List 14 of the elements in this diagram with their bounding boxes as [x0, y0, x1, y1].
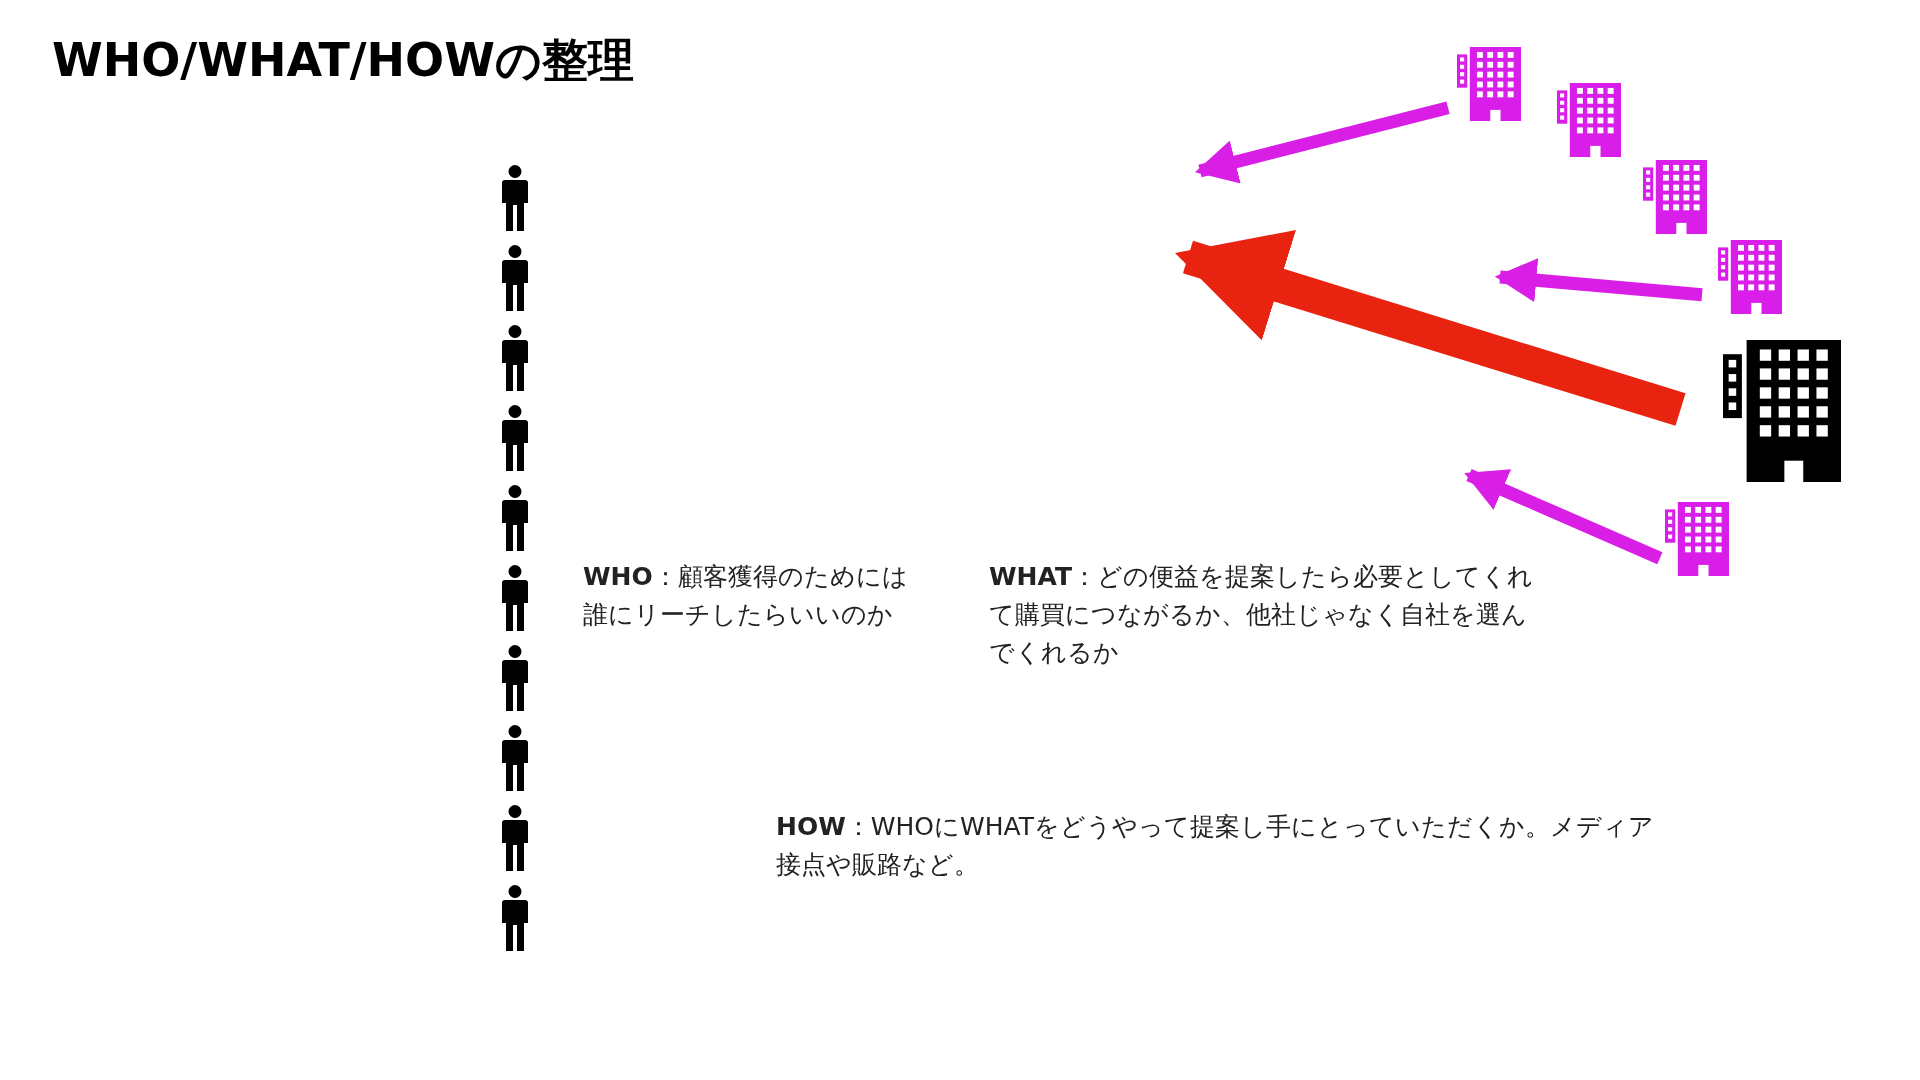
arrow: [1494, 258, 1703, 303]
description-text: WHO：顧客獲得のためには誰にリーチしたらいいのか: [583, 561, 909, 631]
building-icon: [1723, 340, 1841, 482]
description-text: WHAT：どの便益を提案したら必要としてくれて購買につながるか、他社じゃなく自社を選んでくれるか: [989, 561, 1534, 669]
arrow: [1464, 469, 1663, 565]
building-icon: [1557, 83, 1621, 157]
building-icon: [1665, 502, 1729, 576]
arrow: [1175, 229, 1686, 426]
arrow: [1194, 101, 1450, 184]
title: WHO/WHAT/HOWの整理: [52, 32, 634, 89]
building-icon: [1457, 47, 1521, 121]
description-text: HOW：WHOにWHATをどうやって提案し手にとっていただくか。メディア接点や販路など。: [776, 811, 1655, 881]
building-icon: [1643, 160, 1707, 234]
building-icon: [1718, 240, 1782, 314]
